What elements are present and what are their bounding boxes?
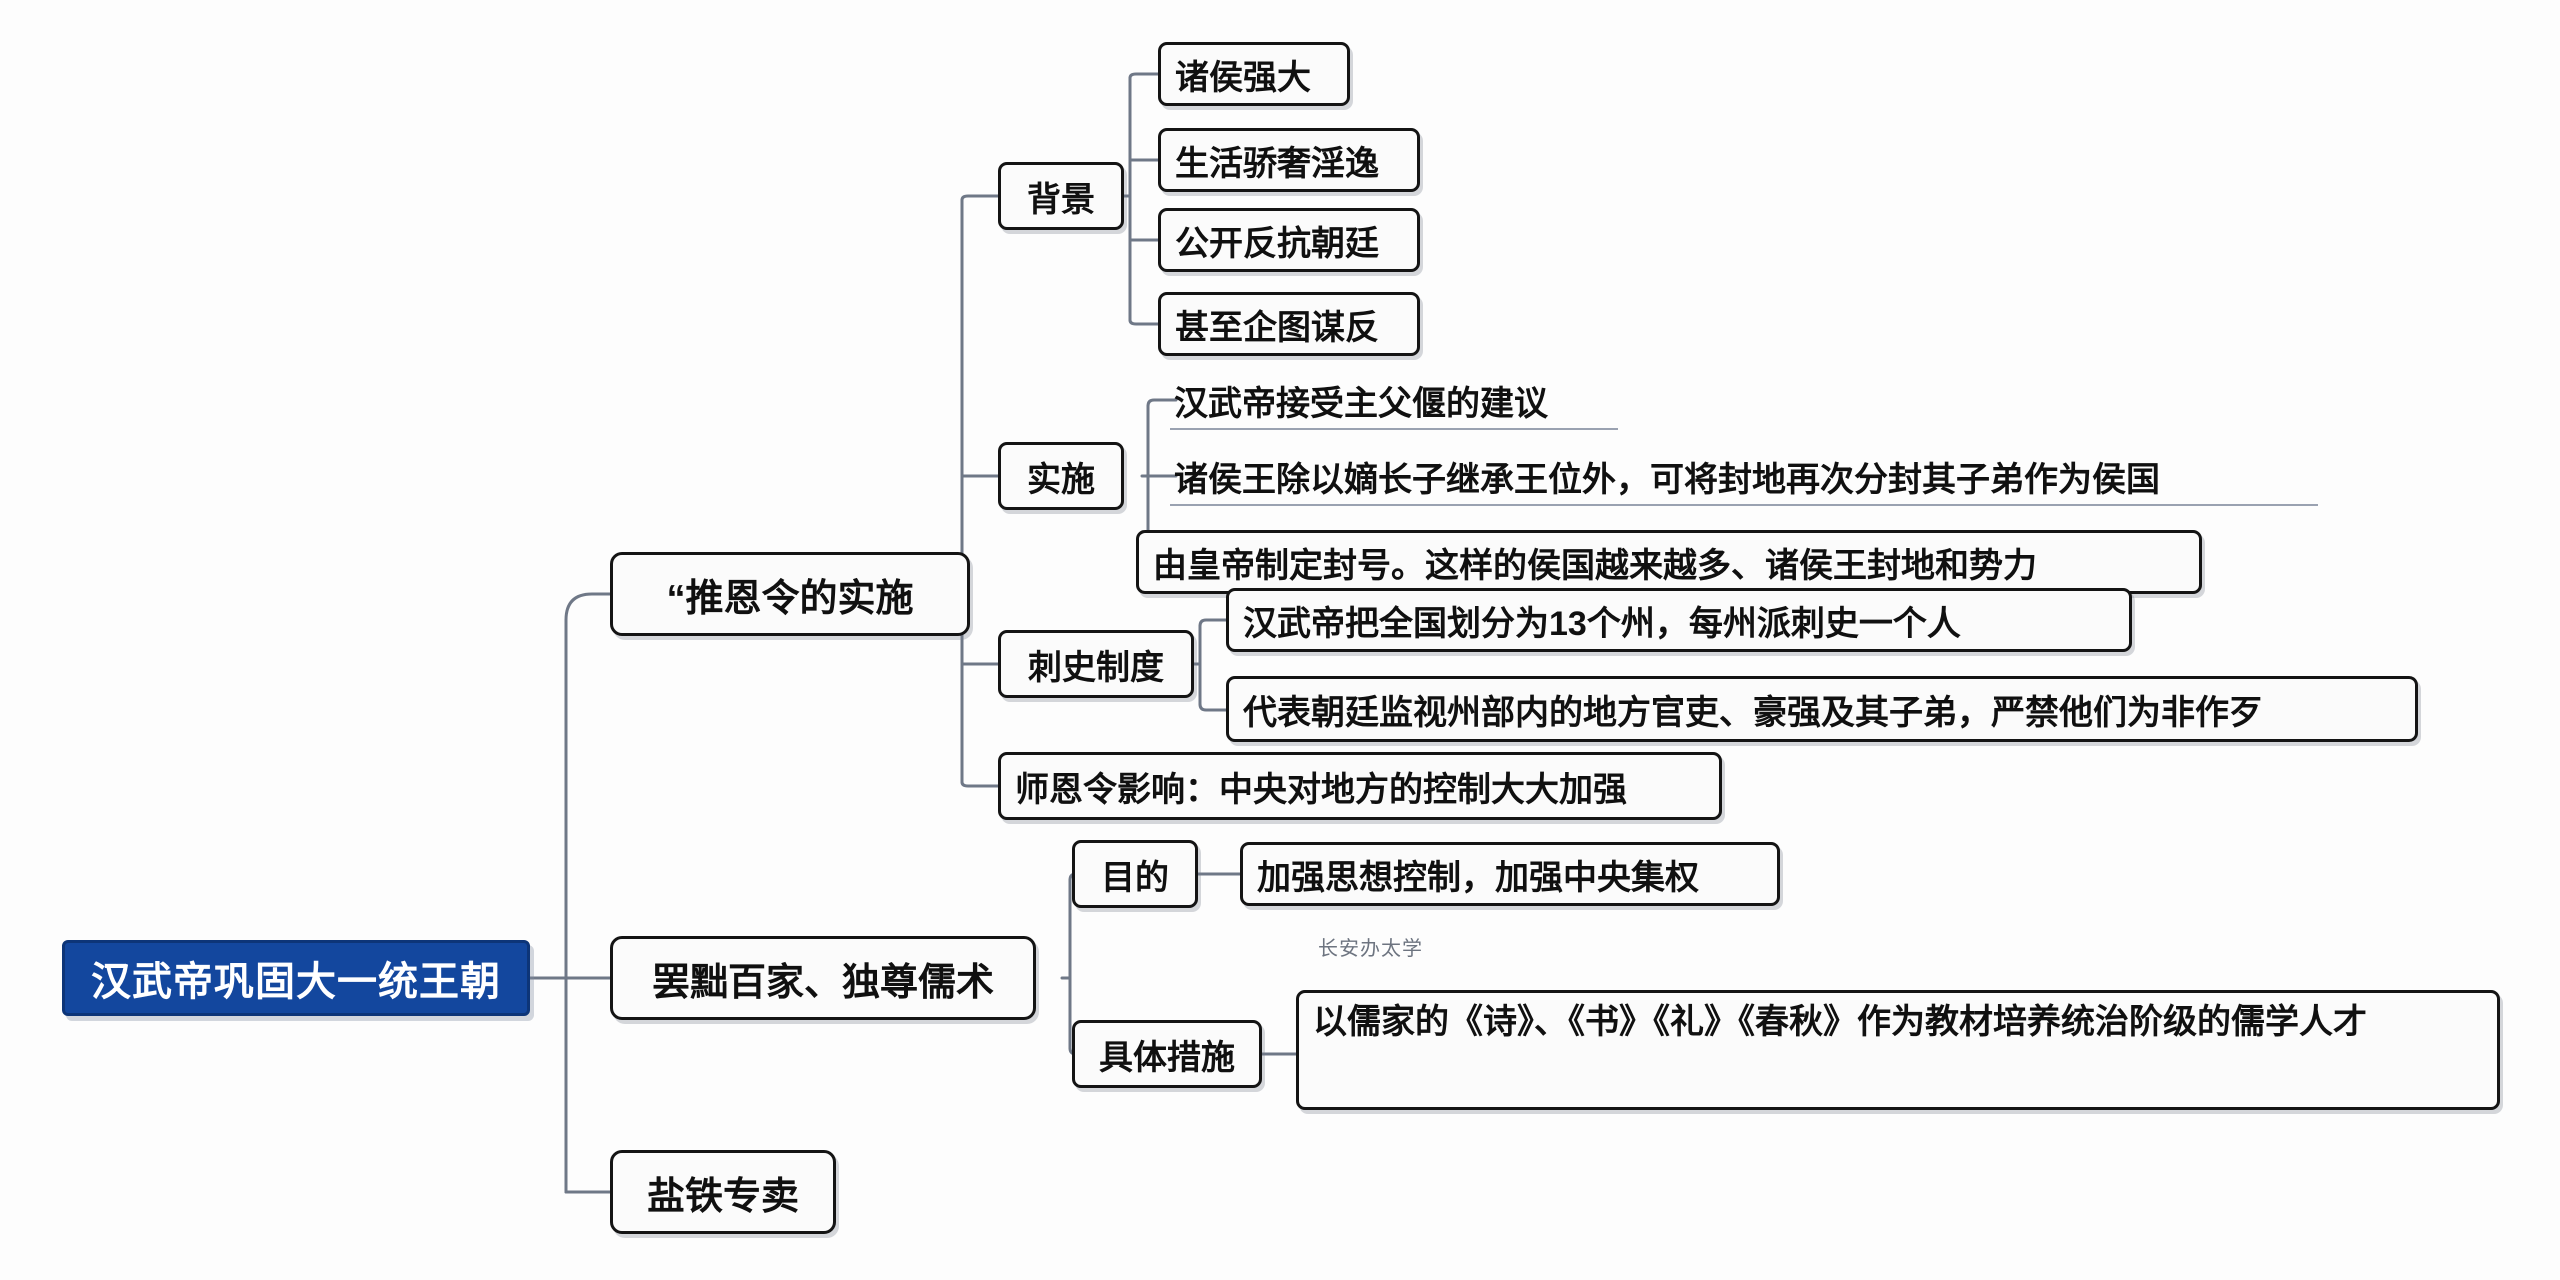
leaf-shishi-2[interactable]: 诸侯王除以嫡长子继承王位外，可将封地再次分封其子弟作为侯国 — [1170, 448, 2318, 506]
leaf-beijing-2[interactable]: 生活骄奢淫逸 — [1158, 128, 1420, 192]
tag-label-shishi: 实施 — [1027, 460, 1095, 499]
leaf-label-shishi-1: 汉武帝接受主父偃的建议 — [1174, 384, 1548, 423]
leaf-cishi-2[interactable]: 代表朝廷监视州部内的地方官吏、豪强及其子弟，严禁他们为非作歹 — [1226, 676, 2418, 742]
leaf-label-shishi-3: 由皇帝制定封号。这样的侯国越来越多、诸侯王封地和势力 — [1153, 546, 2037, 585]
leaf-shishi-1[interactable]: 汉武帝接受主父偃的建议 — [1170, 372, 1618, 430]
tag-node-beijing[interactable]: 背景 — [998, 162, 1124, 230]
leaf-label-beijing-2: 生活骄奢淫逸 — [1175, 144, 1379, 183]
label-tuienling-yingxiang: 师恩令影响：中央对地方的控制大大加强 — [1015, 770, 1627, 809]
leaf-label-beijing-1: 诸侯强大 — [1175, 58, 1311, 97]
leaf-mudi-1[interactable]: 加强思想控制，加强中央集权 — [1240, 842, 1780, 906]
leaf-label-shishi-2: 诸侯王除以嫡长子继承王位外，可将封地再次分封其子弟作为侯国 — [1174, 460, 2160, 499]
leaf-label-cishi-1: 汉武帝把全国划分为13个州，每州派刺史一个人 — [1243, 604, 1961, 643]
leaf-label-cishi-2: 代表朝廷监视州部内的地方官吏、豪强及其子弟，严禁他们为非作歹 — [1243, 693, 2263, 732]
tag-label-mudi: 目的 — [1101, 858, 1169, 897]
leaf-cuoshi-1[interactable]: 以儒家的《诗》、《书》《礼》《春秋》作为教材培养统治阶级的儒学人才 — [1296, 990, 2500, 1110]
branch-label-yantie: 盐铁专卖 — [646, 1175, 799, 1218]
tag-node-cishi[interactable]: 刺史制度 — [998, 630, 1194, 698]
branch-label-bachu: 罢黜百家、独尊儒术 — [651, 961, 994, 1004]
leaf-label-beijing-3: 公开反抗朝廷 — [1175, 224, 1379, 263]
branch-node-yantie[interactable]: 盐铁专卖 — [610, 1150, 836, 1234]
root-label: 汉武帝巩固大一统王朝 — [91, 960, 501, 1004]
tag-node-mudi[interactable]: 目的 — [1072, 840, 1198, 908]
leaf-beijing-1[interactable]: 诸侯强大 — [1158, 42, 1350, 106]
leaf-beijing-3[interactable]: 公开反抗朝廷 — [1158, 208, 1420, 272]
leaf-beijing-4[interactable]: 甚至企图谋反 — [1158, 292, 1420, 356]
annotation-changan: 长安办太学 — [1318, 932, 1423, 961]
tag-label-beijing: 背景 — [1027, 180, 1095, 219]
leaf-label-beijing-4: 甚至企图谋反 — [1175, 308, 1379, 347]
tag-node-cuoshi[interactable]: 具体措施 — [1072, 1020, 1262, 1088]
root-node[interactable]: 汉武帝巩固大一统王朝 — [62, 940, 530, 1016]
branch-node-bachu[interactable]: 罢黜百家、独尊儒术 — [610, 936, 1036, 1020]
leaf-label-cuoshi-1: 以儒家的《诗》、《书》《礼》《春秋》作为教材培养统治阶级的儒学人才 — [1313, 1003, 2367, 1041]
node-tuienling-yingxiang[interactable]: 师恩令影响：中央对地方的控制大大加强 — [998, 752, 1722, 820]
leaf-cishi-1[interactable]: 汉武帝把全国划分为13个州，每州派刺史一个人 — [1226, 588, 2132, 652]
leaf-shishi-3[interactable]: 由皇帝制定封号。这样的侯国越来越多、诸侯王封地和势力 — [1136, 530, 2202, 594]
tag-node-shishi[interactable]: 实施 — [998, 442, 1124, 510]
annotation-label-changan: 长安办太学 — [1318, 938, 1423, 960]
tag-label-cuoshi: 具体措施 — [1099, 1038, 1235, 1077]
tag-label-cishi: 刺史制度 — [1028, 648, 1164, 687]
branch-label-tuienling: “推恩令的实施 — [666, 577, 914, 620]
branch-node-tuienling[interactable]: “推恩令的实施 — [610, 552, 970, 636]
leaf-label-mudi-1: 加强思想控制，加强中央集权 — [1257, 858, 1699, 897]
